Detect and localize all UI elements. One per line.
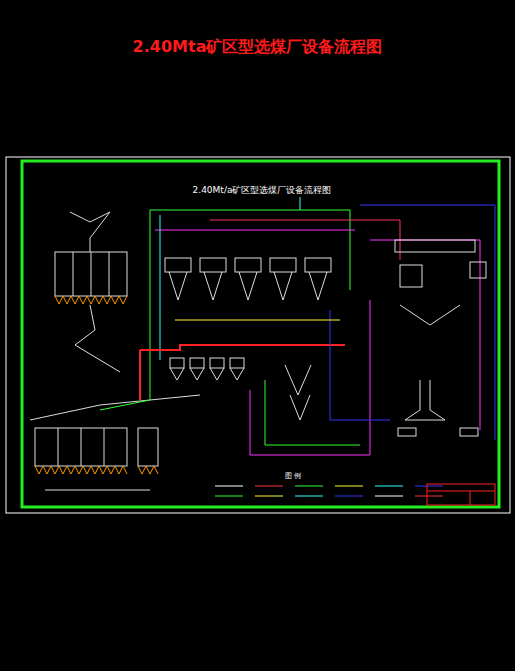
bunker-divider xyxy=(58,428,59,466)
bunker-divider xyxy=(81,428,82,466)
process-line xyxy=(175,320,340,321)
sieve-bend xyxy=(395,240,475,252)
process-line xyxy=(150,210,350,290)
bunker-divider xyxy=(73,252,74,296)
process-line xyxy=(155,230,355,231)
legend-sample-line xyxy=(295,486,323,487)
rail-track xyxy=(45,490,150,491)
title-block-column xyxy=(470,491,471,505)
process-line xyxy=(330,310,390,420)
legend-sample-line xyxy=(255,496,283,497)
product-bunker xyxy=(35,428,127,466)
process-line xyxy=(360,205,495,440)
raw-coal-bunker xyxy=(55,252,127,296)
centrifuge xyxy=(400,265,422,287)
drawing-border xyxy=(22,161,499,507)
bunker-divider xyxy=(109,252,110,296)
legend-sample-line xyxy=(335,486,363,487)
magnetic-separator xyxy=(470,262,486,278)
separator-unit xyxy=(165,258,191,272)
separator-cone xyxy=(204,272,222,300)
separator-unit xyxy=(270,258,296,272)
pump xyxy=(460,428,478,436)
screen-hopper xyxy=(210,368,224,380)
bunker-outlet xyxy=(35,466,127,474)
legend-sample-line xyxy=(295,496,323,497)
screen-unit xyxy=(170,358,184,368)
separator-unit xyxy=(305,258,331,272)
bunker-divider xyxy=(104,428,105,466)
cyclone-pair xyxy=(400,305,460,325)
separator-cone xyxy=(274,272,292,300)
screen-unit xyxy=(230,358,244,368)
legend-sample-line xyxy=(375,486,403,487)
screen-hopper xyxy=(170,368,184,380)
bunker-outlet xyxy=(138,466,158,474)
process-line xyxy=(250,300,370,455)
title-block xyxy=(427,484,495,505)
screen-hopper xyxy=(230,368,244,380)
bunker-outlet xyxy=(55,296,127,304)
separator-unit xyxy=(235,258,261,272)
legend-sample-line xyxy=(375,496,403,497)
main-title: 2.40Mta矿区型选煤厂设备流程图 xyxy=(133,37,383,58)
separator-cone xyxy=(239,272,257,300)
separator-cone xyxy=(169,272,187,300)
screen-unit xyxy=(190,358,204,368)
filter-press xyxy=(290,395,310,420)
process-line xyxy=(140,345,345,350)
process-line xyxy=(139,350,141,400)
legend-sample-line xyxy=(255,486,283,487)
flotation-cell xyxy=(285,365,311,395)
belt-conveyor xyxy=(75,305,120,372)
legend-sample-line xyxy=(415,496,443,497)
feed-conveyor xyxy=(70,212,110,252)
thickener xyxy=(405,380,445,420)
title-block-row xyxy=(427,491,495,492)
process-line xyxy=(265,380,360,445)
process-line xyxy=(160,215,161,360)
process-line xyxy=(100,210,150,410)
process-line xyxy=(370,240,480,430)
bunker-divider xyxy=(91,252,92,296)
legend-sample-line xyxy=(215,496,243,497)
pump xyxy=(398,428,416,436)
legend-sample-line xyxy=(415,486,443,487)
separator-cone xyxy=(309,272,327,300)
drawing-title: 2.40Mt/a矿区型选煤厂设备流程图 xyxy=(191,184,334,197)
separator-unit xyxy=(200,258,226,272)
outer-frame xyxy=(6,157,510,513)
screen-unit xyxy=(210,358,224,368)
legend-heading: 图 例 xyxy=(283,471,303,481)
legend-sample-line xyxy=(215,486,243,487)
legend-sample-line xyxy=(335,496,363,497)
product-bunker xyxy=(138,428,158,466)
screen-hopper xyxy=(190,368,204,380)
